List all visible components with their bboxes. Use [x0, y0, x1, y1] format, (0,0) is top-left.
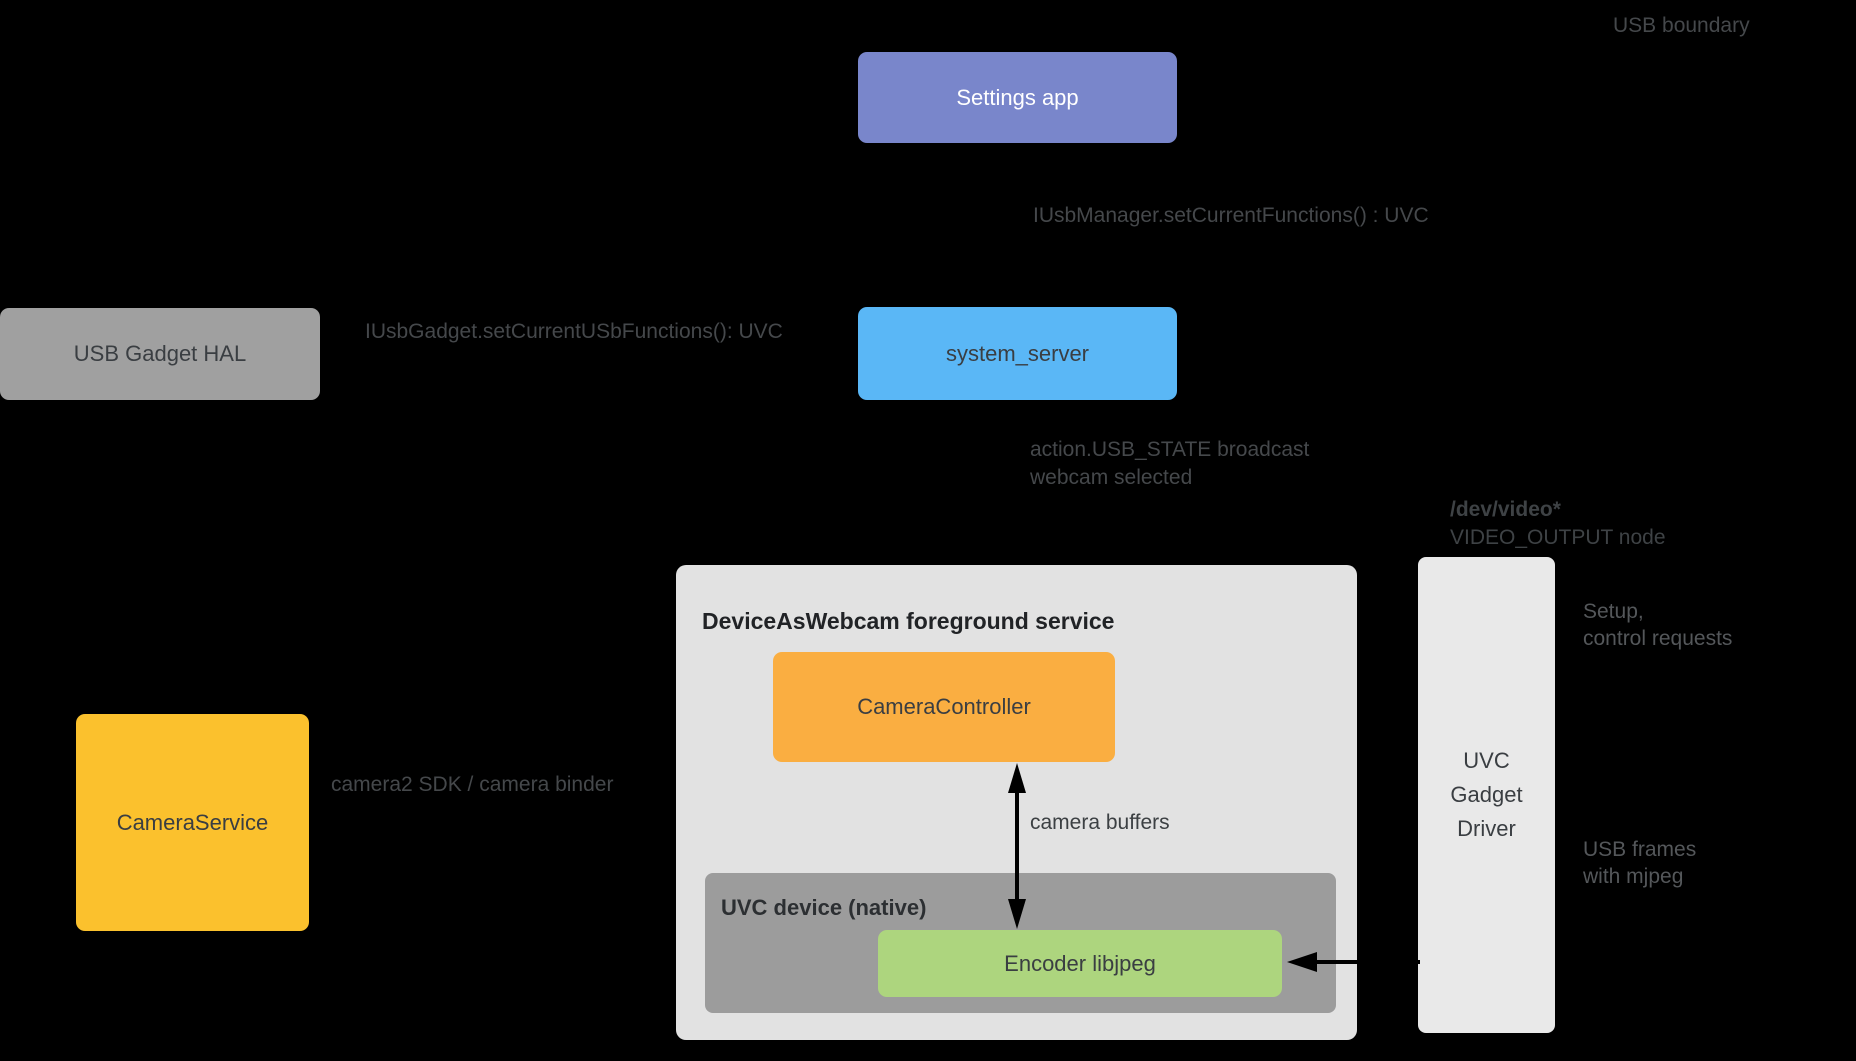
usb-state-broadcast-line2: webcam selected — [1030, 466, 1193, 489]
dev-video-line2: VIDEO_OUTPUT node — [1450, 526, 1666, 549]
system-server-label: system_server — [945, 340, 1090, 366]
settings-app-label: Settings app — [956, 84, 1079, 110]
uvc-gadget-driver-line2: Gadget — [1450, 782, 1523, 807]
camera-buffers-label: camera buffers — [1030, 811, 1170, 834]
uvc-device-native-title: UVC device (native) — [721, 895, 927, 920]
usb-gadget-hal-node: USB Gadget HAL — [0, 308, 320, 400]
system-server-node: system_server — [858, 307, 1177, 400]
iusbgadget-call-label: IUsbGadget.setCurrentUSbFunctions(): UVC — [365, 320, 783, 343]
camera-controller-node: CameraController — [773, 652, 1115, 762]
uvc-gadget-driver-line3: Driver — [1457, 816, 1516, 841]
dev-video-line1: /dev/video* — [1450, 498, 1561, 521]
settings-app-node: Settings app — [858, 52, 1177, 143]
setup-line1: Setup, — [1583, 600, 1644, 623]
usb-frames-line1: USB frames — [1583, 838, 1697, 861]
setup-control-requests-label: Setup, control requests — [1583, 598, 1732, 652]
usb-frames-label: USB frames with mjpeg — [1583, 836, 1696, 890]
usb-gadget-hal-label: USB Gadget HAL — [73, 341, 247, 366]
uvc-gadget-driver-line1: UVC — [1463, 748, 1510, 773]
dev-video-node-label: /dev/video* VIDEO_OUTPUT node — [1450, 496, 1666, 552]
uvc-gadget-driver-label: UVC Gadget Driver — [1450, 744, 1522, 846]
setup-line2: control requests — [1583, 627, 1733, 650]
camera-service-label: CameraService — [116, 809, 269, 835]
usb-state-broadcast-label: action.USB_STATE broadcast webcam select… — [1030, 436, 1309, 492]
encoder-libjpeg-node: Encoder libjpeg — [878, 930, 1282, 997]
iusbmanager-call-label: IUsbManager.setCurrentFunctions() : UVC — [1033, 204, 1429, 227]
usb-frames-line2: with mjpeg — [1583, 865, 1684, 888]
encoder-libjpeg-label: Encoder libjpeg — [1004, 950, 1156, 976]
camera-service-node: CameraService — [76, 714, 309, 931]
usb-boundary-label: USB boundary — [1613, 14, 1750, 37]
camera-controller-label: CameraController — [857, 694, 1031, 719]
camera2-sdk-label: camera2 SDK / camera binder — [331, 773, 614, 796]
usb-state-broadcast-line1: action.USB_STATE broadcast — [1030, 438, 1310, 461]
usb-frames-arrow-icon — [1287, 952, 1420, 972]
uvc-gadget-driver-node: UVC Gadget Driver — [1418, 557, 1555, 1033]
camera-buffers-arrow-icon — [1008, 763, 1026, 929]
device-as-webcam-title: DeviceAsWebcam foreground service — [702, 608, 1115, 634]
